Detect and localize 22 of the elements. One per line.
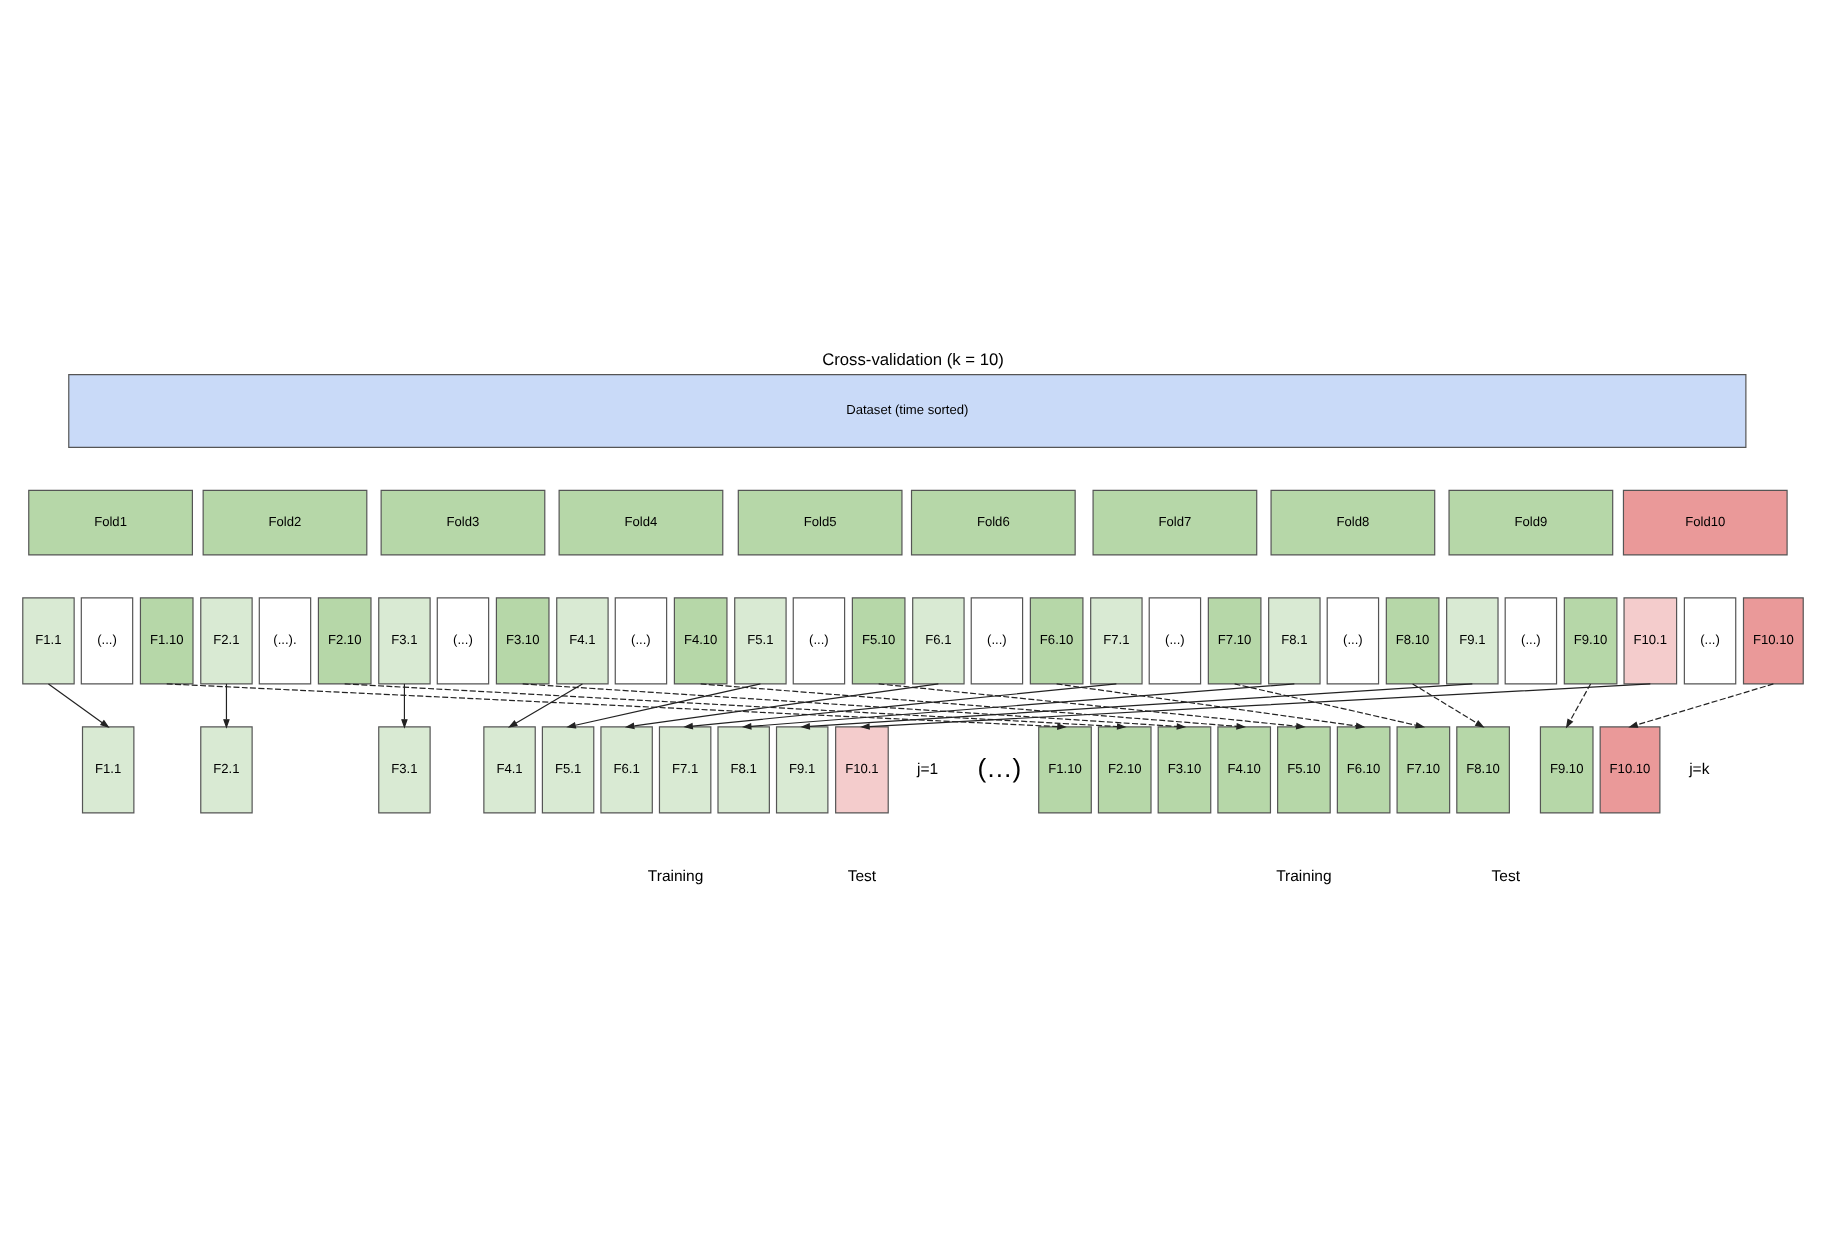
arrow — [521, 683, 1186, 730]
arrow — [1627, 683, 1773, 728]
arrow — [1564, 683, 1591, 729]
arrow — [699, 683, 1245, 730]
arrow — [682, 683, 1116, 730]
diagram-title: Cross-validation (k = 10) — [821, 349, 1003, 370]
label: (…) — [976, 752, 1021, 783]
arrow — [1055, 683, 1365, 730]
arrow — [1411, 683, 1484, 728]
arrow — [222, 683, 229, 729]
arrow — [507, 683, 582, 728]
arrow — [1233, 683, 1425, 729]
arrow — [623, 683, 938, 730]
arrow — [740, 683, 1294, 730]
arrow — [343, 683, 1126, 730]
arrow — [165, 683, 1066, 730]
arrow — [877, 683, 1305, 730]
arrow — [859, 683, 1650, 730]
arrow — [565, 683, 760, 729]
arrow — [46, 683, 109, 728]
arrow — [799, 683, 1472, 730]
arrow — [400, 683, 407, 729]
